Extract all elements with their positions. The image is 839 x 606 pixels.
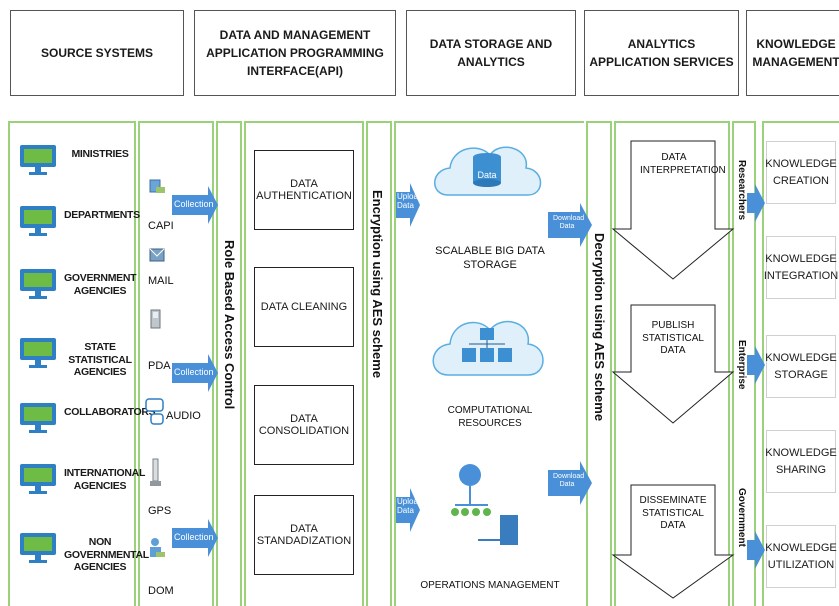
- source-state-statistical-agencies: STATE STATISTICAL AGENCIES: [68, 341, 132, 379]
- pda-icon: [150, 309, 161, 329]
- user-researchers: Researchers: [736, 160, 747, 221]
- monitor-icon: [20, 338, 56, 368]
- knowledge-creation: KNOWLEDGE CREATION: [765, 141, 837, 204]
- operations-icon: [451, 464, 518, 545]
- dom-icon: [150, 538, 165, 557]
- collection-pda: PDA: [148, 360, 171, 372]
- storage-ops: OPERATIONS MANAGEMENT: [420, 580, 560, 591]
- header-storage: DATA STORAGE AND ANALYTICS: [406, 10, 576, 96]
- monitor-icon: [20, 403, 56, 433]
- download-label-2: Download Data: [553, 473, 585, 488]
- collection-arrow-1: [172, 186, 218, 224]
- big-data-cloud-icon: [434, 146, 542, 196]
- knowledge-arrow-3: [747, 531, 765, 569]
- panel-decryption: [586, 121, 612, 606]
- compute-cloud-icon: [432, 320, 544, 376]
- collection-label-2: Collection: [174, 367, 214, 377]
- collection-label-3: Collection: [174, 532, 214, 542]
- knowledge-sharing: KNOWLEDGE SHARING: [765, 430, 837, 493]
- collection-capi: CAPI: [148, 220, 174, 232]
- upload-arrow-1: [396, 183, 420, 227]
- header-source-text: SOURCE SYSTEMS: [40, 46, 154, 60]
- header-analytics: ANALYTICS APPLICATION SERVICES: [584, 10, 739, 96]
- header-analytics-text: ANALYTICS APPLICATION SERVICES: [589, 37, 734, 69]
- upload-label-1: Upload Data: [397, 192, 423, 210]
- db-label: Data: [477, 170, 497, 180]
- upload-arrow-2: [396, 488, 420, 532]
- monitor-icon: [20, 206, 56, 236]
- monitor-icon: [20, 464, 56, 494]
- knowledge-integration: KNOWLEDGE INTEGRATION: [764, 236, 838, 299]
- panel-encryption: [366, 121, 392, 606]
- knowledge-storage: KNOWLEDGE STORAGE: [765, 335, 837, 398]
- analytics-arrow-1: [611, 140, 735, 280]
- encryption-label: Encryption using AES scheme: [370, 190, 385, 379]
- download-label-1: Download Data: [553, 215, 585, 230]
- collection-arrow-3: [172, 519, 218, 557]
- source-departments: DEPARTMENTS: [64, 209, 140, 221]
- source-government-agencies: GOVERNMENT AGENCIES: [64, 272, 137, 297]
- api-step-standardization: DATA STANDADIZATION: [254, 495, 354, 575]
- gps-icon: [150, 458, 161, 486]
- collection-label-1: Collection: [174, 199, 214, 209]
- header-api-text: DATA AND MANAGEMENT APPLICATION PROGRAMM…: [206, 28, 384, 78]
- header-knowledge: KNOWLEDGE MANAGEMENT: [746, 10, 839, 96]
- source-non-governmental-agencies: NON GOVERNMENTAL AGENCIES: [64, 536, 149, 574]
- collection-audio: AUDIO: [166, 410, 201, 422]
- collection-dom: DOM: [148, 585, 174, 597]
- monitor-icon: [20, 269, 56, 299]
- source-collaborators: COLLABORATORS: [64, 406, 156, 418]
- header-source-systems: SOURCE SYSTEMS: [10, 10, 184, 96]
- user-government: Government: [736, 488, 747, 547]
- collection-mail: MAIL: [148, 275, 174, 287]
- knowledge-arrow-2: [747, 346, 765, 384]
- source-ministries: MINISTRIES: [71, 148, 129, 160]
- monitor-icon: [20, 533, 56, 563]
- panel-rbac: [216, 121, 242, 606]
- api-step-consolidation: DATA CONSOLIDATION: [254, 385, 354, 465]
- panel-sources: [8, 121, 136, 606]
- download-arrow-2: [548, 461, 592, 505]
- knowledge-arrow-1: [747, 184, 765, 222]
- capi-icon: [149, 179, 165, 193]
- user-enterprise: Enterprise: [736, 340, 747, 390]
- source-international-agencies: INTERNATIONAL AGENCIES: [64, 467, 146, 492]
- storage-compute: COMPUTATIONAL RESOURCES: [447, 405, 533, 429]
- decryption-label: Decryption using AES scheme: [592, 233, 607, 422]
- monitor-icon: [20, 145, 56, 175]
- mail-icon: [149, 248, 165, 262]
- analytics-interpretation: DATA INTERPRETATION: [640, 152, 726, 176]
- audio-icon: [145, 398, 164, 425]
- upload-label-2: Upload Data: [397, 497, 423, 515]
- header-storage-text: DATA STORAGE AND ANALYTICS: [429, 37, 553, 69]
- storage-big-data: SCALABLE BIG DATA STORAGE: [435, 245, 545, 271]
- analytics-arrow-3: [611, 484, 735, 599]
- analytics-publish: PUBLISH STATISTICAL DATA: [642, 320, 704, 356]
- role-based-access-control: Role Based Access Control: [222, 240, 237, 410]
- analytics-disseminate: DISSEMINATE STATISTICAL DATA: [639, 495, 707, 531]
- collection-arrow-2: [172, 354, 218, 392]
- header-api: DATA AND MANAGEMENT APPLICATION PROGRAMM…: [194, 10, 396, 96]
- knowledge-utilization: KNOWLEDGE UTILIZATION: [765, 525, 837, 588]
- api-step-cleaning: DATA CLEANING: [254, 267, 354, 347]
- download-arrow-1: [548, 203, 592, 247]
- api-step-authentication: DATA AUTHENTICATION: [254, 150, 354, 230]
- analytics-arrow-2: [611, 304, 735, 424]
- collection-gps: GPS: [148, 505, 172, 517]
- header-knowledge-text: KNOWLEDGE MANAGEMENT: [752, 37, 839, 69]
